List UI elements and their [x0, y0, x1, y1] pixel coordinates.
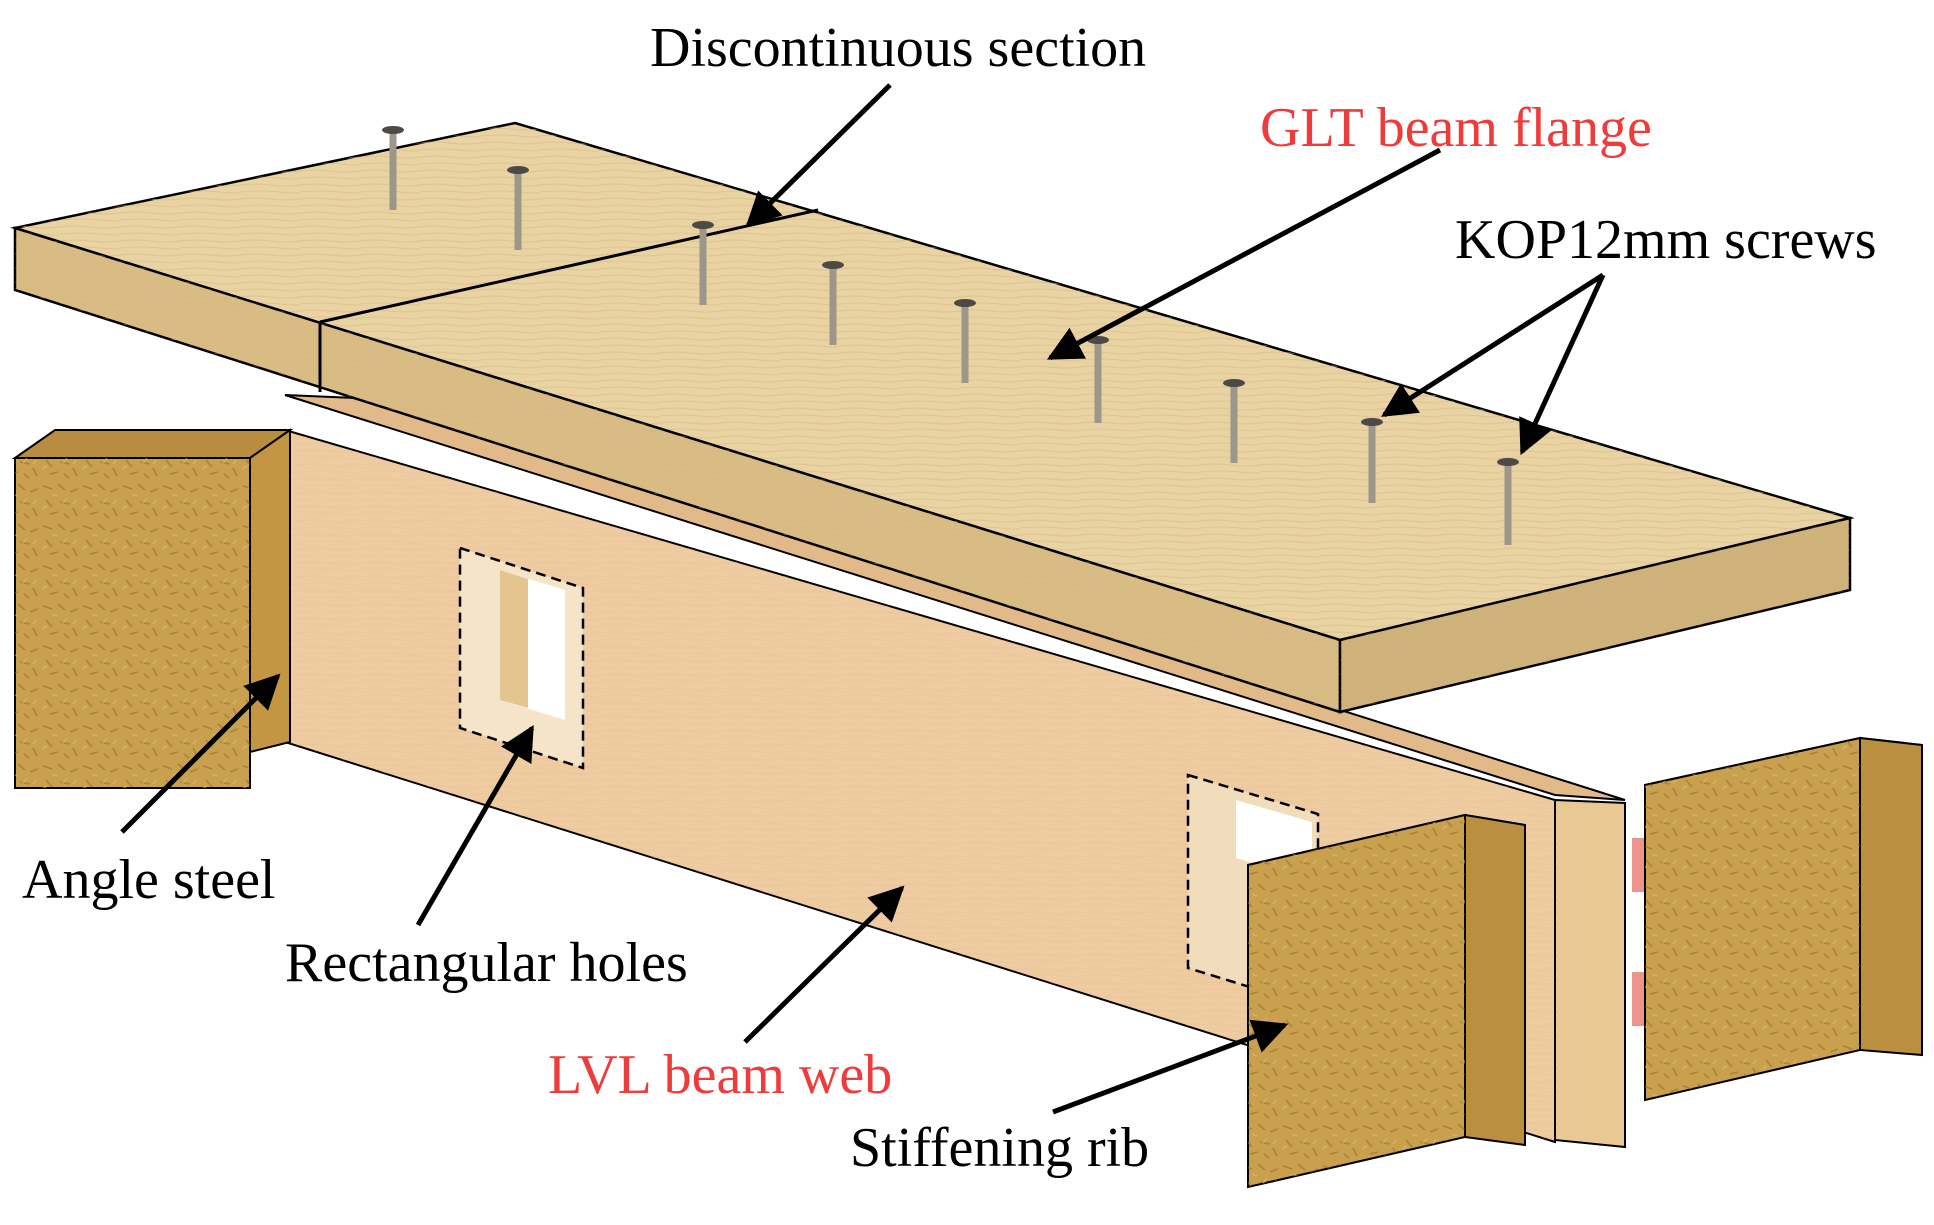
arrow-icon — [415, 724, 535, 927]
label-stiffening-rib: Stiffening rib — [850, 1117, 1150, 1179]
label-lvl-beam-web: LVL beam web — [548, 1044, 893, 1106]
screw-icon — [822, 261, 844, 345]
label-discontinuous-section: Discontinuous section — [650, 17, 1147, 79]
label-rectangular-holes: Rectangular holes — [285, 932, 688, 994]
stiffening-rib-left — [11, 428, 294, 789]
screw-icon — [954, 299, 976, 383]
arrow-icon — [745, 83, 892, 228]
arrow-icon — [1381, 272, 1605, 418]
rectangular-hole-left — [458, 546, 585, 770]
stiffening-rib-right — [1644, 736, 1923, 1102]
screw-icon — [382, 126, 404, 210]
arrow-icon — [1046, 147, 1442, 361]
arrow-icon — [1052, 1019, 1289, 1115]
annotation-arrows — [120, 83, 1606, 1115]
label-angle-steel: Angle steel — [22, 849, 276, 911]
arrow-icon — [120, 673, 281, 834]
label-glt-beam-flange: GLT beam flange — [1260, 97, 1652, 159]
glt-beam-flange — [10, 121, 1855, 714]
arrow-icon — [1519, 273, 1606, 456]
label-kop-screws: KOP12mm screws — [1455, 209, 1877, 271]
stiffening-rib-middle — [1247, 813, 1526, 1189]
screw-icon — [1361, 418, 1383, 503]
screw-icon — [507, 166, 529, 250]
screw-icon — [692, 221, 714, 305]
screw-icon — [1223, 379, 1245, 463]
screw-icon — [1497, 458, 1519, 545]
arrow-icon — [743, 885, 905, 1044]
